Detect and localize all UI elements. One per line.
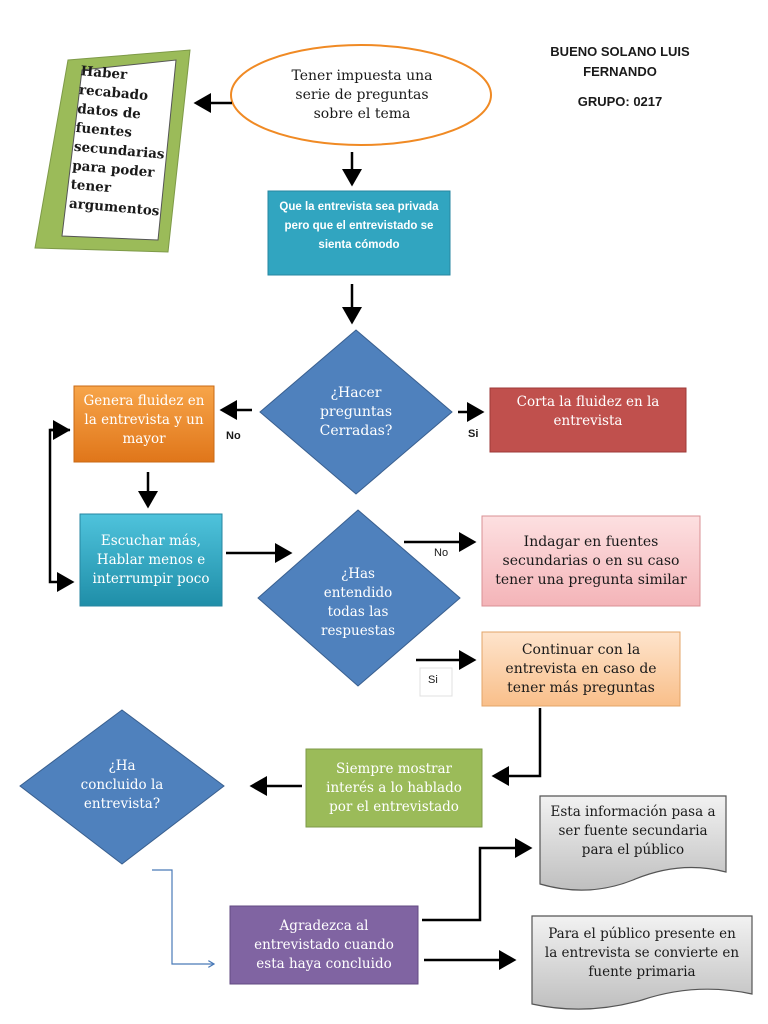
fluency-cut-box <box>489 387 687 453</box>
side-note-card <box>61 59 177 241</box>
private-text: Que la entrevista sea privada pero que e… <box>279 200 439 251</box>
label-si-understood: Si <box>428 674 438 686</box>
listen-text: Escuchar más, Hablar menos e interrumpir… <box>92 532 210 587</box>
doc-primary-shape <box>531 915 753 1010</box>
investigate-box <box>481 515 701 607</box>
doc-secondary-shape <box>539 795 727 891</box>
concluded-diamond <box>19 709 225 865</box>
continue-text: Continuar con la entrevista en caso de t… <box>505 641 657 696</box>
thank-text: Agradezca al entrevistado cuando esta ha… <box>254 917 394 972</box>
interest-text: Siempre mostrar interés a lo hablado por… <box>326 760 462 815</box>
label-no-closed: No <box>226 430 241 442</box>
fluency-cut-text: Corta la fluidez en la entrevista <box>516 394 660 429</box>
group-label: GRUPO: 0217 <box>577 94 663 109</box>
label-no-understood: No <box>434 547 449 559</box>
understood-text: ¿Has entendido todas las respuestas <box>320 566 396 639</box>
concluded-text: ¿Ha concluido la entrevista? <box>80 757 164 812</box>
loop-connector <box>48 428 75 592</box>
fluency-gen-text: Genera fluidez en la entrevista y un may… <box>83 392 205 447</box>
start-ellipse <box>230 44 492 146</box>
doc-secondary-text: Esta información pasa a ser fuente secun… <box>550 803 716 858</box>
si-label-frame <box>419 667 453 697</box>
start-text: Tener impuesta una serie de preguntas so… <box>291 67 433 122</box>
doc-primary-text: Para el público presente en la entrevist… <box>544 925 740 980</box>
label-si-closed: Si <box>468 428 479 440</box>
author-name: BUENO SOLANO LUIS FERNANDO <box>550 44 690 79</box>
interest-box <box>305 748 483 828</box>
arrow-thank-to-doc-secondary <box>422 838 533 922</box>
closed-questions-text: ¿Hacer preguntas Cerradas? <box>319 384 393 439</box>
listen-box <box>79 513 223 607</box>
side-note-text: Haber recabado datos de fuentes secundar… <box>68 63 166 220</box>
understood-diamond <box>257 509 461 687</box>
continue-box <box>481 631 681 707</box>
closed-questions-diamond <box>259 329 453 495</box>
private-box <box>267 190 451 276</box>
fluency-gen-box <box>73 385 215 463</box>
arrow-diamond-to-thank <box>152 869 214 964</box>
arrow-peach-to-interest <box>491 708 542 786</box>
thank-box <box>229 905 419 985</box>
investigate-text: Indagar en fuentes secundarias o en su c… <box>495 533 687 588</box>
